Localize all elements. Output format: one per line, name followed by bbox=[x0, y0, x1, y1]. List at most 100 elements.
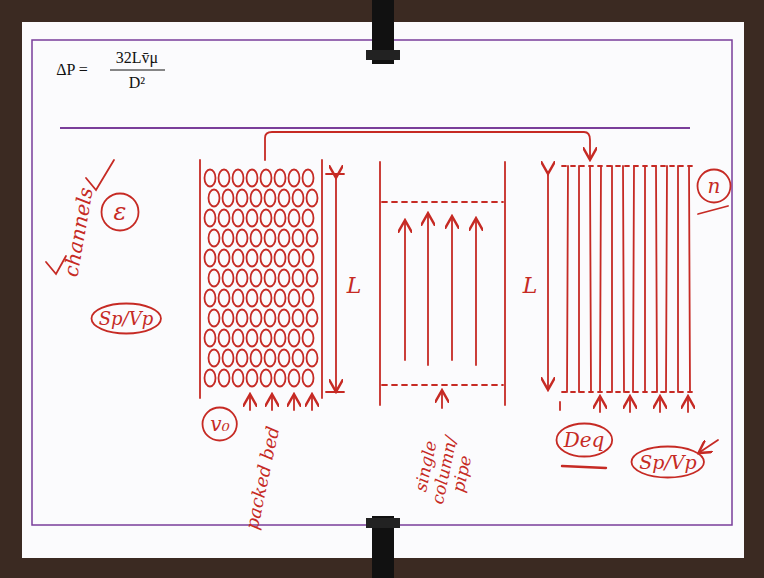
particle bbox=[289, 250, 300, 267]
handwritten-label: L bbox=[347, 274, 362, 298]
particle bbox=[261, 170, 272, 187]
particle bbox=[209, 230, 220, 247]
particle bbox=[209, 310, 220, 327]
particle bbox=[205, 250, 216, 267]
flow-arrow bbox=[441, 392, 443, 408]
particle bbox=[279, 230, 290, 247]
circled-mark: n bbox=[696, 168, 732, 204]
particle bbox=[233, 290, 244, 307]
clip bbox=[366, 518, 400, 528]
dashed-line bbox=[382, 201, 503, 203]
particle bbox=[293, 270, 304, 287]
flow-arrow bbox=[687, 398, 689, 412]
handwritten-label: L bbox=[523, 274, 538, 298]
channel-line bbox=[677, 166, 679, 392]
particle bbox=[307, 270, 318, 287]
channel-line bbox=[656, 166, 657, 392]
circled-mark: Deq bbox=[555, 422, 614, 458]
particle bbox=[237, 310, 248, 327]
transfer-arrow bbox=[265, 132, 590, 160]
particle bbox=[205, 290, 216, 307]
particle bbox=[261, 250, 272, 267]
particle bbox=[237, 230, 248, 247]
slide-page bbox=[22, 22, 744, 558]
flow-arrow bbox=[475, 220, 477, 365]
particle bbox=[303, 370, 314, 387]
flow-arrow bbox=[404, 222, 406, 360]
channel-line bbox=[578, 166, 580, 392]
channel-line bbox=[633, 166, 634, 392]
particle bbox=[307, 350, 318, 367]
dashed-line bbox=[562, 391, 695, 393]
bed-wall bbox=[199, 160, 201, 398]
particle bbox=[223, 350, 234, 367]
particle bbox=[251, 190, 262, 207]
pipe-wall bbox=[504, 162, 506, 405]
handwritten-label: single column/ pipe bbox=[408, 426, 479, 514]
particle bbox=[219, 370, 230, 387]
particle bbox=[275, 290, 286, 307]
particle bbox=[237, 350, 248, 367]
circled-text: Sp/Vp bbox=[639, 451, 696, 473]
flow-arrow bbox=[629, 398, 631, 412]
particle bbox=[293, 230, 304, 247]
particle bbox=[247, 330, 258, 347]
particle bbox=[247, 170, 258, 187]
particle bbox=[261, 330, 272, 347]
circled-text: Deq bbox=[564, 428, 605, 452]
particle bbox=[237, 190, 248, 207]
separator-line bbox=[60, 127, 690, 129]
handwritten-label: packed bed bbox=[241, 425, 282, 532]
particle bbox=[261, 370, 272, 387]
particle bbox=[247, 210, 258, 227]
particle bbox=[289, 370, 300, 387]
pipe-wall bbox=[379, 162, 381, 405]
circled-text: ε bbox=[114, 198, 127, 226]
flow-arrow bbox=[451, 218, 453, 360]
particle bbox=[279, 270, 290, 287]
circled-text: n bbox=[708, 174, 721, 198]
particle bbox=[303, 170, 314, 187]
particle bbox=[223, 230, 234, 247]
flow-arrow bbox=[311, 396, 313, 410]
circled-mark: v₀ bbox=[201, 406, 238, 442]
particle bbox=[223, 270, 234, 287]
particle bbox=[233, 210, 244, 227]
particle bbox=[219, 170, 230, 187]
flow-arrow bbox=[293, 396, 295, 410]
particle bbox=[219, 210, 230, 227]
particle bbox=[289, 330, 300, 347]
channel-line bbox=[623, 166, 624, 392]
flow-arrow bbox=[249, 396, 251, 410]
particle bbox=[261, 290, 272, 307]
formula-text: 32Lv̄μ bbox=[116, 49, 158, 67]
check-mark bbox=[86, 160, 114, 190]
particle bbox=[289, 170, 300, 187]
particle bbox=[265, 270, 276, 287]
particle bbox=[251, 270, 262, 287]
underline bbox=[562, 466, 606, 468]
particle bbox=[251, 230, 262, 247]
particle bbox=[205, 370, 216, 387]
particle bbox=[233, 250, 244, 267]
handwritten-label: channels bbox=[59, 186, 96, 279]
dashed-line bbox=[382, 384, 503, 386]
particle bbox=[293, 350, 304, 367]
fraction-bar bbox=[110, 70, 165, 71]
particle bbox=[303, 290, 314, 307]
particle bbox=[307, 230, 318, 247]
particle bbox=[209, 190, 220, 207]
tick bbox=[326, 173, 344, 175]
particle bbox=[261, 210, 272, 227]
particle bbox=[233, 330, 244, 347]
circled-text: Sp/Vp bbox=[99, 308, 153, 329]
particle bbox=[303, 250, 314, 267]
flow-arrow bbox=[427, 215, 429, 365]
particle bbox=[223, 310, 234, 327]
formula-text: ΔP = bbox=[56, 61, 88, 79]
particle bbox=[275, 370, 286, 387]
pointer-arrow bbox=[700, 440, 718, 452]
particle bbox=[275, 330, 286, 347]
circled-mark: Sp/Vp bbox=[90, 302, 162, 335]
